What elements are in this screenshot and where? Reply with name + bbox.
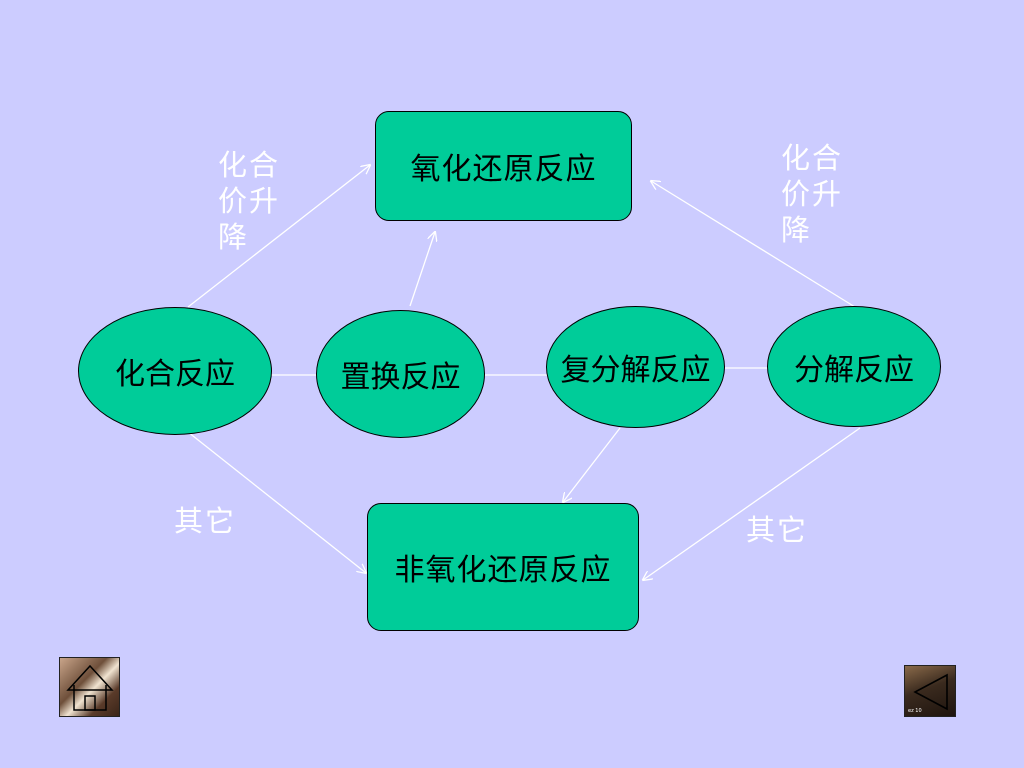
label-decomposition-to-redox: 化合 价升 降 (781, 141, 844, 247)
node-redox: 氧化还原反应 (375, 111, 632, 221)
home-button[interactable] (59, 657, 120, 717)
node-decomposition: 分解反应 (767, 306, 941, 427)
node-non-redox: 非氧化还原反应 (367, 503, 639, 631)
label-combination-to-non-redox: 其它 (174, 504, 237, 538)
arrow-decomposition-to-non-redox (643, 427, 861, 580)
back-triangle-icon (913, 673, 948, 711)
arrow-double-decomposition-to-non-redox (563, 427, 621, 502)
arrow-decomposition-to-redox (651, 181, 856, 308)
arrow-combination-to-non-redox (187, 431, 366, 573)
node-combination: 化合反应 (78, 307, 272, 435)
node-displacement: 置换反应 (316, 310, 485, 438)
label-combination-to-redox: 化合 价升 降 (218, 148, 281, 254)
home-icon (66, 664, 114, 711)
arrow-combination-to-redox (187, 165, 370, 308)
label-decomposition-to-non-redox: 其它 (746, 513, 809, 547)
back-button-caption: ez 10 (908, 708, 922, 714)
node-double-decomposition: 复分解反应 (546, 306, 725, 428)
arrow-displacement-to-redox (409, 232, 435, 307)
back-button[interactable]: ez 10 (904, 665, 956, 717)
